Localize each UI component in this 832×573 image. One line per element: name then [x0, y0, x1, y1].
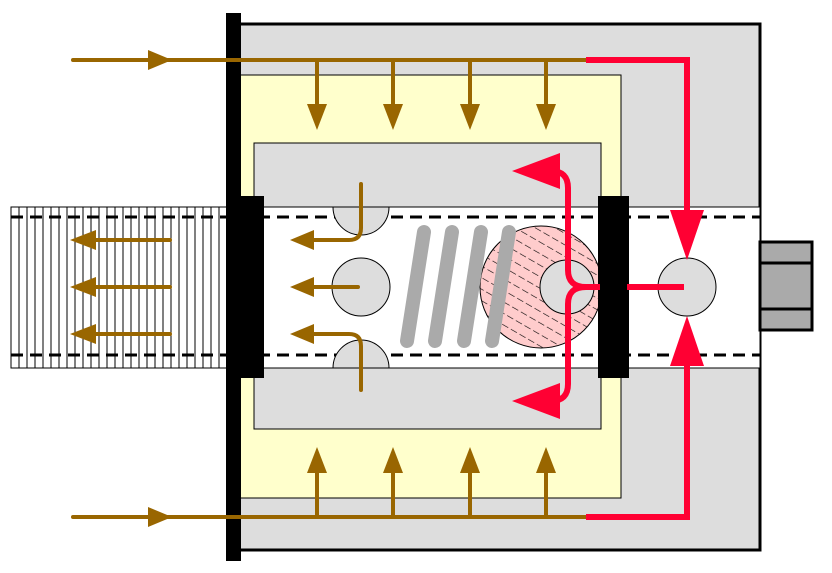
drop-arrowhead-4 — [536, 104, 556, 130]
right-end-knob — [758, 240, 814, 332]
red-left-arrowhead-upper — [512, 153, 560, 189]
outflow-arrowhead-top — [70, 230, 96, 250]
red-left-arrowhead-lower — [512, 383, 560, 419]
top-inflow-arrowhead — [148, 50, 172, 70]
rise-arrowhead-1 — [307, 447, 327, 473]
bottom-inflow-arrowhead — [148, 507, 172, 527]
port-outflow-arrowhead-middle — [290, 277, 314, 297]
port-outflow-arrowhead-bottom — [290, 324, 314, 344]
red-arrowheads — [512, 153, 704, 419]
rise-arrowhead-4 — [536, 447, 556, 473]
red-up-arrowhead — [670, 316, 704, 366]
rise-arrowhead-3 — [460, 447, 480, 473]
red-down-arrowhead — [670, 210, 704, 260]
coil-spring — [400, 225, 516, 348]
drop-arrowhead-1 — [307, 104, 327, 130]
drop-arrowhead-3 — [460, 104, 480, 130]
brown-arrowheads — [70, 50, 556, 527]
drop-arrowhead-2 — [383, 104, 403, 130]
outflow-arrowhead-middle — [70, 277, 96, 297]
port-outflow-arrowhead-top — [290, 230, 314, 250]
left-seal-block — [226, 196, 264, 378]
right-seal-block — [598, 196, 629, 378]
outflow-arrowhead-bottom — [70, 324, 96, 344]
rise-arrowhead-2 — [383, 447, 403, 473]
